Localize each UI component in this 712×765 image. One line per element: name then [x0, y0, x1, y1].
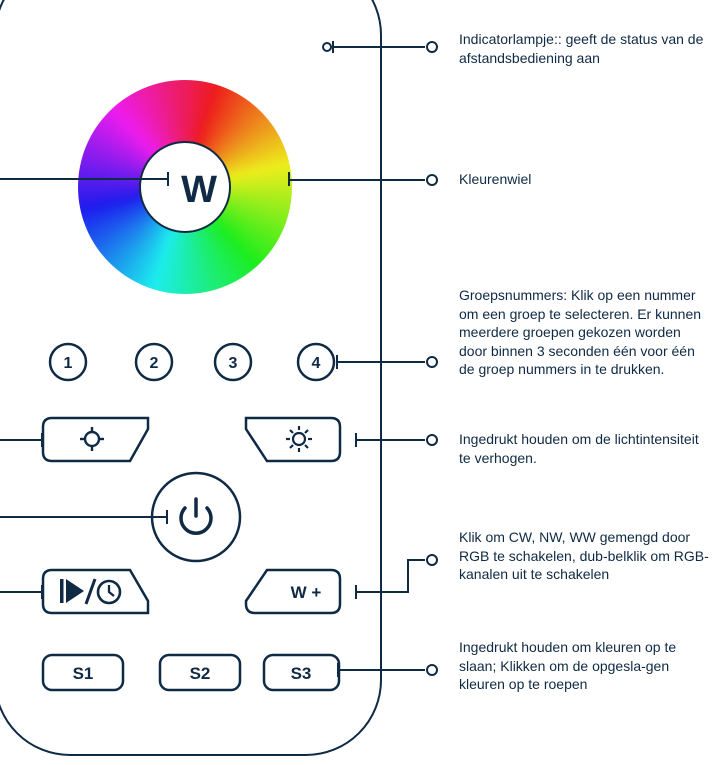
brightness-down-leader: [0, 433, 43, 447]
indicator-annotation: Indicatorlampje:: geeft de status van de…: [459, 31, 704, 66]
power-icon: [179, 497, 213, 535]
group-button-2[interactable]: [134, 342, 174, 382]
mode-timer-button[interactable]: [41, 568, 150, 615]
group-button-4-label: 4: [312, 355, 321, 372]
group-button-2-label: 2: [150, 355, 159, 372]
group-button-1[interactable]: [48, 342, 88, 382]
brightness-up-button[interactable]: [244, 416, 342, 463]
w-plus-button[interactable]: W +: [244, 568, 342, 615]
brightness-down-button[interactable]: [41, 416, 150, 463]
scene-button-s2-label: S2: [190, 664, 211, 683]
scene-buttons: S1 S2 S3: [41, 653, 341, 692]
scene-buttons-leader: [337, 663, 438, 677]
group-button-3-label: 3: [229, 355, 238, 372]
play-slash-clock-icon: [60, 578, 122, 605]
w-plus-annotation: Klik om CW, NW, WW gemengd door RGB te s…: [459, 529, 709, 582]
group-button-3[interactable]: [213, 342, 253, 382]
sun-rays-icon: [286, 426, 312, 452]
white-center-label: W: [181, 169, 217, 211]
group-buttons: 1 2 3 4: [48, 342, 336, 382]
color-wheel[interactable]: W: [70, 72, 300, 302]
sun-outline-icon: [80, 427, 104, 451]
color-wheel-annotation: Kleurenwiel: [459, 171, 532, 187]
group-numbers-annotation: Groepsnummers: Klik op een nummer om een…: [459, 287, 702, 377]
mode-timer-leader: [0, 585, 43, 599]
scene-button-s1-label: S1: [73, 664, 94, 683]
scenes-annotation: Ingedrukt houden om kleuren op te slaan;…: [459, 639, 677, 692]
group-button-4[interactable]: [296, 342, 336, 382]
white-center-button[interactable]: [139, 141, 231, 233]
w-plus-leader: [355, 554, 438, 599]
brightness-up-leader: [355, 433, 438, 447]
brightness-up-annotation: Ingedrukt houden om de lichtintensiteit …: [459, 431, 699, 466]
scene-button-s3-label: S3: [291, 664, 312, 683]
w-plus-label: W +: [291, 583, 322, 602]
color-wheel-leader: [0, 172, 438, 186]
indicator-lamp: [322, 41, 438, 53]
scene-button-s1[interactable]: [41, 653, 125, 692]
scene-button-s2[interactable]: [158, 653, 242, 692]
group-button-1-label: 1: [64, 355, 73, 372]
power-button[interactable]: [150, 471, 242, 563]
group-buttons-leader: [336, 355, 438, 369]
power-leader: [0, 510, 168, 524]
